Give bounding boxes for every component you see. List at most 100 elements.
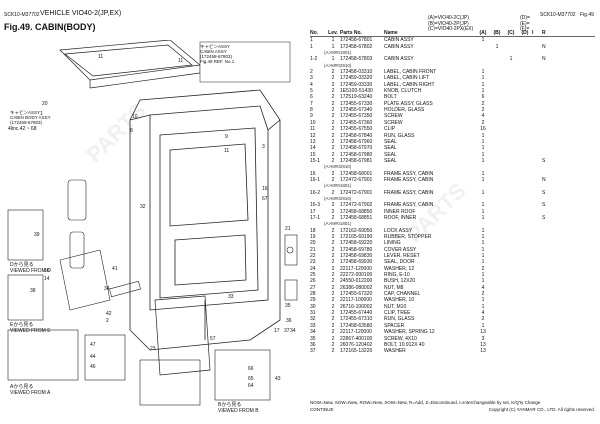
svg-text:14: 14 — [44, 276, 50, 282]
cell-no: 8 — [310, 107, 313, 114]
cell-no: 3 — [310, 75, 313, 82]
cell-name: COVER ASSY — [384, 246, 417, 253]
svg-text:17: 17 — [274, 328, 280, 334]
page-title: Fig.49. CABIN(BODY) — [4, 22, 96, 32]
cell-qty — [490, 215, 504, 221]
cell-qty — [504, 215, 518, 221]
svg-text:VIEWED FROM D: VIEWED FROM D — [10, 268, 51, 274]
cell-lev: 2 — [331, 132, 335, 139]
cell-no: 17 — [310, 208, 316, 215]
model-name: VEHICLE VIO40-2(JP,EX) — [40, 10, 122, 17]
cell-lev: 2 — [331, 240, 335, 247]
cell-name: BOLT — [384, 94, 397, 101]
cabin-door — [154, 295, 211, 376]
cell-qty: 6 — [481, 94, 485, 101]
cell-part: 22117-120000 — [340, 329, 372, 336]
cell-part: 172458-68850 — [340, 208, 373, 215]
cell-name: CABIN ASSY — [384, 43, 414, 50]
svg-text:56: 56 — [44, 268, 50, 274]
cell-part: 172458-67970 — [340, 145, 373, 152]
svg-text:Eから見る: Eから見る — [10, 321, 33, 328]
svg-text:11: 11 — [98, 54, 103, 60]
cell-name: SCREW — [384, 113, 403, 120]
roof-inset — [199, 41, 291, 83]
cell-no: 30 — [310, 303, 316, 310]
cell-qty: 4 — [481, 284, 485, 291]
cell-no: 5 — [310, 88, 313, 95]
cell-qty: 1 — [481, 259, 485, 266]
cell-lev: 2 — [331, 119, 335, 126]
svg-text:23: 23 — [150, 346, 156, 352]
svg-text:20: 20 — [42, 101, 48, 107]
cell-qty — [490, 177, 504, 183]
cell-lev: 2 — [331, 69, 335, 76]
cell-no: 18 — [310, 227, 316, 234]
svg-text:VIEWED FROM B: VIEWED FROM B — [218, 408, 259, 414]
cell-lev: 2 — [331, 208, 335, 215]
cell-no: 26 — [310, 278, 316, 285]
cell-qty — [518, 56, 532, 62]
serial-note: (A>M#01801) — [324, 50, 352, 56]
cell-qty: 2 — [481, 316, 485, 323]
cell-qty: 1 — [481, 240, 485, 247]
cell-qty — [504, 44, 518, 50]
cell-i — [532, 158, 542, 164]
catalog-code: SCK10-M37702 — [4, 12, 40, 18]
cell-lev: 2 — [331, 335, 335, 342]
cell-qty: 4 — [481, 113, 485, 120]
cell-r: S — [542, 157, 546, 164]
cell-no: 19 — [310, 234, 316, 240]
cell-r — [542, 348, 550, 354]
cell-r: N — [542, 176, 546, 183]
svg-text:8: 8 — [130, 128, 133, 134]
cell-qty: 1 — [481, 157, 485, 164]
svg-text:66: 66 — [248, 366, 254, 372]
cell-name: FRAME ASSY, CABIN — [384, 189, 434, 196]
cell-qty — [504, 190, 518, 196]
cell-no: 10 — [310, 119, 316, 126]
cell-part: 172458-68851 — [340, 214, 373, 221]
svg-text:33: 33 — [228, 294, 234, 300]
cell-qty: 1 — [481, 297, 485, 304]
cell-qty: 2 — [481, 107, 485, 114]
cell-qty: 1 — [481, 170, 485, 177]
cell-qty — [490, 56, 504, 62]
cell-qty: 1 — [481, 214, 485, 221]
cell-no: 1 — [310, 37, 313, 44]
cell-lev: 2 — [331, 189, 335, 196]
cell-qty — [504, 177, 518, 183]
cell-lev: 2 — [331, 303, 335, 310]
cell-part: 172455-67340 — [340, 107, 373, 114]
cell-no: 32 — [310, 316, 316, 323]
cell-no: 35 — [310, 335, 316, 342]
svg-text:2: 2 — [106, 318, 109, 324]
cell-qty — [490, 158, 504, 164]
cell-lev: 2 — [331, 234, 335, 240]
cell-part: 172459-03330 — [340, 81, 373, 88]
svg-text:36: 36 — [286, 318, 292, 324]
cell-qty — [490, 348, 504, 354]
cell-qty: 1 — [481, 88, 485, 95]
cell-part: 22117-100000 — [340, 297, 372, 304]
cell-no: 37 — [310, 348, 316, 355]
svg-text:41: 41 — [112, 266, 118, 272]
svg-text:11: 11 — [178, 58, 183, 64]
cell-no: 7 — [310, 100, 313, 107]
serial-note: (A>M#01801) — [324, 221, 352, 227]
sku-legend: (A)=VIO40-2C(JP) (B)=VIO40-2P(JP) (C)=VI… — [428, 15, 474, 32]
cell-no: 4 — [310, 81, 313, 88]
roof-assy-note: キャビンASSY CABIN BODY ASSY (172459-67803) — [10, 110, 51, 125]
svg-text:Bから見る: Bから見る — [218, 401, 241, 408]
cell-qty: 1 — [481, 272, 485, 279]
svg-text:37: 37 — [284, 328, 290, 334]
